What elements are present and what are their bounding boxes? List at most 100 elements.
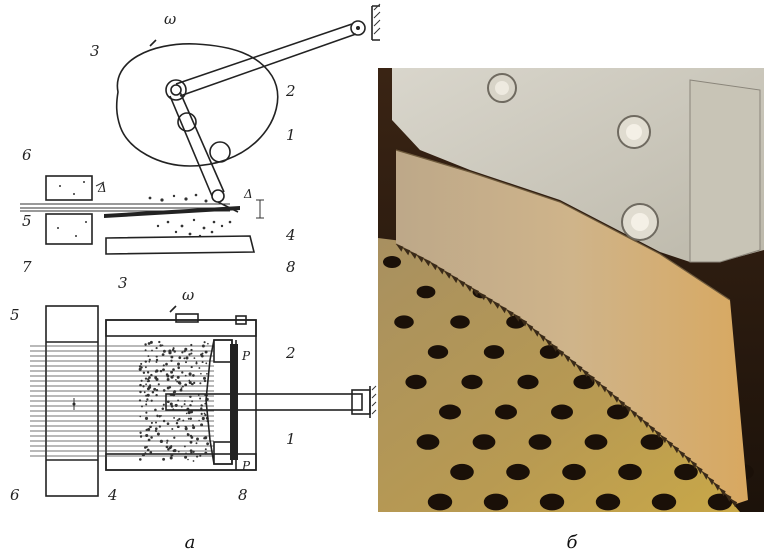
debris-dot	[184, 347, 188, 351]
debris-dot	[184, 455, 188, 459]
debris-dot	[148, 376, 151, 379]
debris-dot	[166, 386, 170, 390]
debris-dot	[141, 453, 145, 457]
blade-tooth	[575, 363, 583, 373]
debris-dot	[183, 403, 186, 406]
blade-tooth	[544, 338, 552, 347]
plate-hole	[674, 463, 698, 481]
blade-tooth	[624, 404, 631, 413]
plan-knife-holder	[205, 339, 233, 465]
plate-hole	[506, 463, 530, 481]
debris-dot	[154, 408, 157, 412]
plate-hole	[573, 374, 595, 390]
debris-dot	[191, 400, 194, 403]
debris-dot	[199, 397, 202, 400]
debris-dot	[159, 344, 162, 347]
debris-dot	[176, 419, 179, 422]
debris-dot	[162, 389, 166, 392]
metal-housing	[392, 68, 764, 262]
debris-dot	[144, 343, 147, 346]
plan-connecting-arm	[165, 393, 363, 411]
debris-dot	[195, 362, 198, 365]
blade-tooth	[713, 482, 720, 491]
debris-dot	[148, 385, 152, 389]
debris-dot	[155, 361, 158, 363]
debris-dot	[144, 452, 147, 455]
debris-dot	[166, 400, 170, 404]
blade-tooth	[402, 247, 411, 256]
debris-dot	[198, 367, 201, 369]
debris-dot	[162, 457, 166, 461]
debris-dot	[184, 425, 187, 428]
debris-dot	[157, 383, 160, 386]
knife-blade	[104, 206, 240, 218]
debris-dot	[150, 399, 153, 402]
debris-dot	[147, 427, 151, 431]
label-delta-left: Δ	[97, 181, 107, 195]
debris-dot	[166, 439, 169, 442]
debris-dot	[184, 383, 188, 387]
plate-hole	[394, 315, 414, 329]
blade-tooth	[606, 389, 613, 398]
plate-hole	[450, 315, 470, 329]
blade-tooth	[416, 254, 424, 263]
blade-tooth	[701, 471, 709, 480]
debris-dot	[173, 350, 176, 353]
debris-dot	[177, 381, 181, 385]
debris-dot	[183, 357, 186, 360]
debris-dot	[204, 414, 207, 417]
blade-tooth	[678, 449, 685, 459]
label-6-top: 6	[22, 146, 32, 164]
blade-tooth	[672, 444, 679, 454]
debris-dot	[143, 391, 146, 394]
debris-dot	[155, 355, 158, 358]
debris-dot	[190, 343, 193, 347]
debris-dot	[144, 416, 149, 420]
label-1-top: 1	[286, 126, 296, 144]
connecting-rod	[175, 23, 357, 97]
eccentric-hole-2	[209, 141, 231, 163]
debris-dot	[207, 342, 209, 345]
debris-dot	[154, 429, 157, 432]
debris-dot	[166, 422, 170, 426]
debris-dot	[166, 378, 170, 381]
plate-hole	[405, 374, 427, 390]
debris-dot	[189, 417, 193, 421]
debris-dot	[145, 428, 148, 431]
label-5-top: 5	[22, 212, 32, 230]
debris-dot	[159, 439, 163, 443]
debris-dot	[149, 451, 153, 454]
debris-dot	[139, 383, 142, 387]
debris-dot	[201, 361, 204, 364]
debris-dot	[165, 445, 169, 449]
debris-dot	[169, 402, 173, 406]
debris-dot	[154, 387, 157, 390]
blade-tooth	[695, 465, 703, 475]
plate-hole	[640, 434, 664, 450]
plate-hole	[383, 256, 401, 268]
plan-fiber-strands	[30, 345, 214, 457]
label-2-plan: 2	[285, 344, 296, 362]
blade-tooth	[409, 251, 417, 259]
blade-tooth	[450, 274, 459, 284]
debris-dot	[198, 419, 200, 422]
blade-tooth	[506, 309, 514, 318]
debris-dot	[139, 390, 142, 394]
debris-dot	[200, 404, 203, 407]
debris-dot	[204, 436, 208, 440]
debris-dot	[144, 360, 147, 363]
label-2-top: 2	[285, 82, 296, 100]
debris-dot	[201, 416, 205, 421]
debris-dot	[183, 445, 186, 448]
label-6-plan: 6	[10, 486, 20, 504]
debris-dot	[189, 404, 192, 407]
debris-dot	[147, 355, 150, 358]
debris-dot	[146, 398, 149, 401]
plate-hole	[427, 345, 449, 359]
blade-tooth	[724, 493, 732, 502]
debris-dot	[204, 350, 208, 354]
debris-dot	[155, 377, 159, 381]
debris-dot	[203, 412, 206, 415]
label-7-top: 7	[22, 258, 32, 276]
debris-dot	[176, 380, 179, 383]
